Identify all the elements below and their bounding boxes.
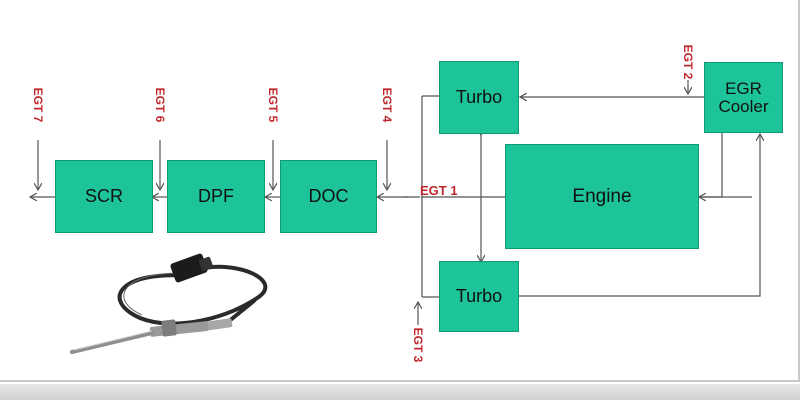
egr-cooler-label-line2: Cooler [718, 96, 769, 116]
egr-cooler-label-line1: EGR [725, 78, 762, 98]
turbo-bottom-block: Turbo [439, 261, 519, 332]
exhaust-temperature-sensor-photo [68, 253, 268, 368]
doc-label: DOC [308, 186, 349, 207]
egt7-label: EGT 7 [31, 87, 45, 123]
flow-cooler-engine [699, 133, 723, 197]
egt5-label: EGT 5 [266, 87, 280, 123]
egt1-label: EGT 1 [420, 183, 458, 198]
flow-turbo-egr [518, 134, 760, 297]
scr-block: SCR [55, 160, 153, 233]
slide-frame [0, 0, 800, 382]
turbo-bottom-label: Turbo [455, 286, 503, 307]
engine-block: Engine [505, 144, 699, 249]
egt3-label: EGT 3 [411, 327, 425, 363]
engine-label: Engine [572, 185, 632, 207]
egt2-label: EGT 2 [681, 44, 695, 80]
egr-cooler-block: EGR Cooler [704, 62, 783, 133]
turbo-top-block: Turbo [439, 61, 519, 134]
dpf-block: DPF [167, 160, 265, 233]
doc-block: DOC [280, 160, 377, 233]
egt4-label: EGT 4 [380, 87, 394, 123]
bottom-band [0, 384, 800, 400]
dpf-label: DPF [198, 186, 234, 207]
turbo-top-label: Turbo [455, 87, 503, 108]
egt6-label: EGT 6 [153, 87, 167, 123]
scr-label: SCR [84, 186, 123, 207]
